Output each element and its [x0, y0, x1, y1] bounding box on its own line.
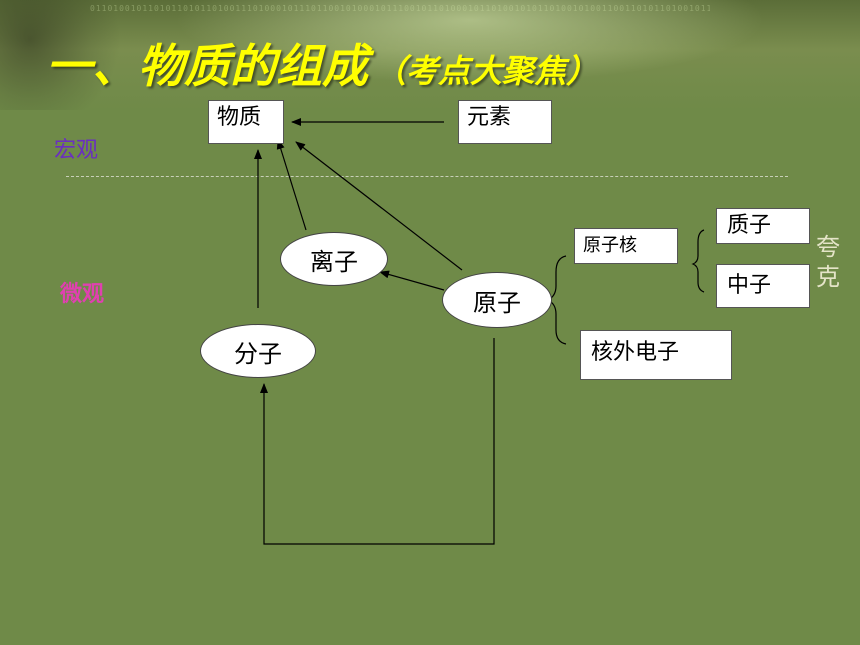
node-proton: 质子	[716, 208, 810, 244]
node-neutron: 中子	[716, 264, 810, 308]
slide-title-main: 一、物质的组成	[46, 39, 368, 93]
node-element: 元素	[458, 100, 552, 144]
node-electron: 核外电子	[580, 330, 732, 380]
arrow-ion-to-matter	[276, 139, 307, 231]
macro-label: 宏观	[54, 138, 99, 163]
node-atom-label: 原子	[473, 288, 521, 317]
node-matter: 物质	[208, 100, 284, 144]
arrow-atom-to-matter	[295, 141, 463, 271]
node-nucleus: 原子核	[574, 228, 678, 264]
macro-micro-divider	[66, 176, 788, 177]
node-atom: 原子	[442, 272, 552, 328]
node-quark-partial: 夸克	[816, 233, 840, 291]
banner-binary-digits: 0110100101101011010110100111010001011101…	[90, 4, 710, 13]
node-molecule: 分子	[200, 324, 316, 378]
header-banner: 0110100101101011010110100111010001011101…	[0, 0, 860, 110]
node-ion: 离子	[280, 232, 388, 286]
nucleus-brace	[691, 229, 705, 293]
slide-title-sub: （考点大聚焦）	[374, 52, 599, 90]
slide-title: 一、物质的组成 （考点大聚焦）	[46, 30, 598, 94]
micro-label: 微观	[60, 282, 105, 307]
arrow-atom-to-molecule	[260, 338, 495, 545]
arrow-atom-to-ion	[379, 270, 445, 291]
banner-glow	[0, 0, 860, 110]
node-ion-label: 离子	[310, 247, 358, 276]
node-molecule-label: 分子	[234, 339, 282, 368]
